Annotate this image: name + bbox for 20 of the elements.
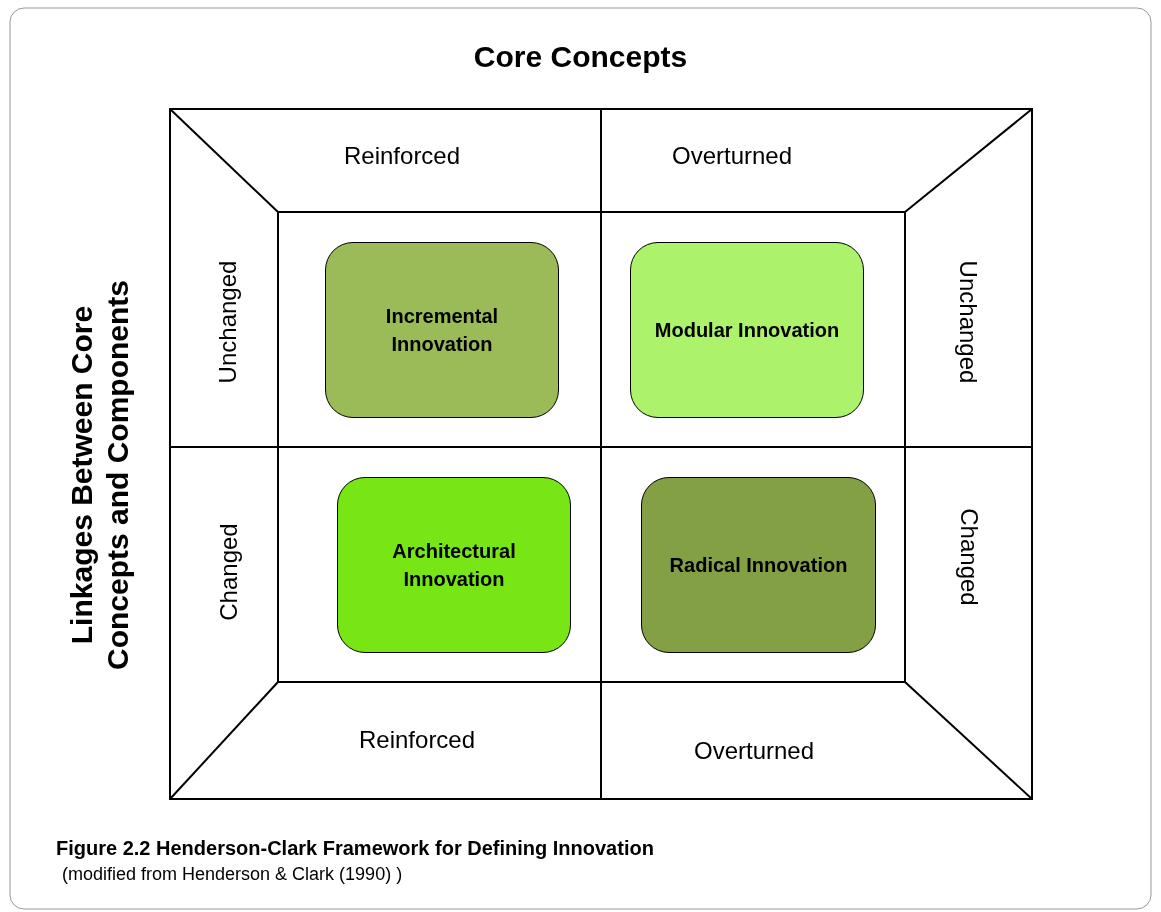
quadrant-box <box>641 477 876 653</box>
quadrant-label: Overturned <box>694 737 815 765</box>
axis-label: Linkages Between Core Concepts and Components <box>64 279 135 672</box>
quadrant-label: Changed <box>214 523 243 621</box>
quadrant-label: Unchanged <box>953 260 982 384</box>
quadrant-title: Incremental Innovation <box>384 304 500 357</box>
quadrant-title: Modular Innovation <box>654 318 840 343</box>
quadrant-label: Changed <box>954 508 983 606</box>
quadrant-title: Radical Innovation <box>669 553 848 578</box>
quadrant-title: Architectural Innovation <box>391 539 517 592</box>
quadrant-box <box>325 242 559 418</box>
title: Core Concepts <box>472 40 689 74</box>
quadrant-label: Reinforced <box>359 726 476 754</box>
quadrant-box <box>630 242 864 418</box>
quadrant-box <box>337 477 571 653</box>
caption: Figure 2.2 Henderson-Clark Framework for Defining Innovation <box>56 837 654 860</box>
quadrant-label: Unchanged <box>213 260 242 384</box>
quadrant-label: Reinforced <box>344 142 461 170</box>
source-note: (modified from Henderson & Clark (1990) ) <box>62 864 403 885</box>
quadrant-label: Overturned <box>672 142 793 170</box>
